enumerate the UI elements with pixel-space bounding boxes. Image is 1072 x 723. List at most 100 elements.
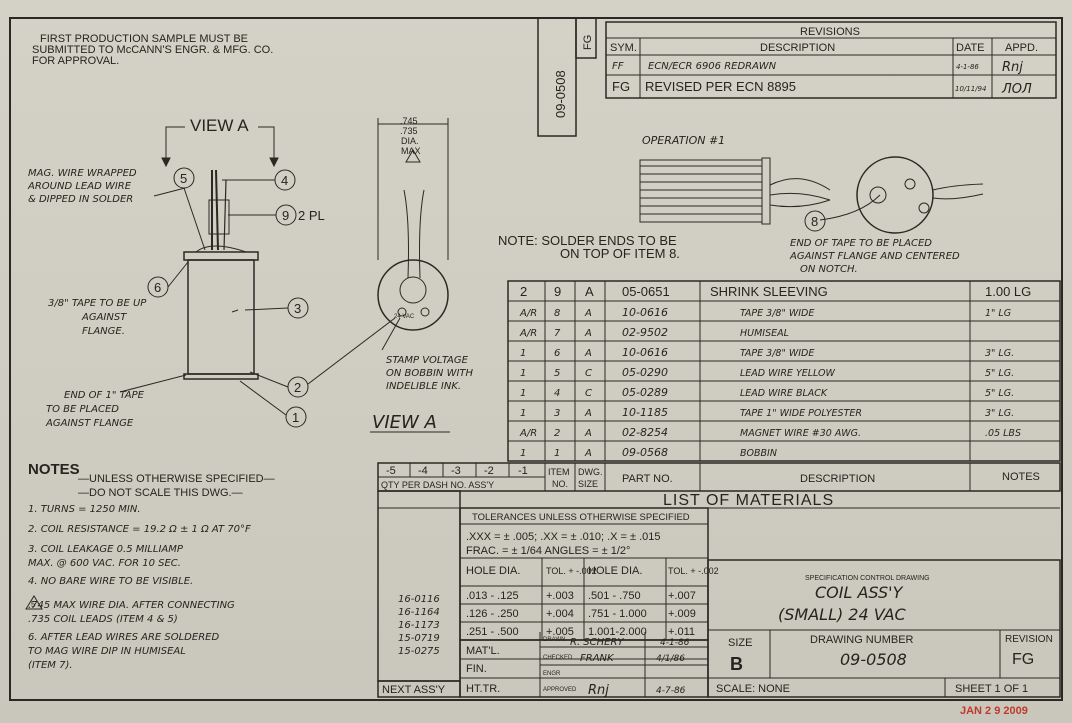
bom-qty: A/R xyxy=(519,428,537,439)
note-line: .735 COIL LEADS (ITEM 4 & 5) xyxy=(28,614,178,625)
drawing-number-label: DRAWING NUMBER xyxy=(810,634,914,646)
bom-part-no: 05-0289 xyxy=(622,386,668,399)
tape-up-note-2: AGAINST xyxy=(81,312,127,323)
notes-sub-2: —DO NOT SCALE THIS DWG.— xyxy=(78,487,243,499)
fin-label: FIN. xyxy=(466,663,487,675)
scale-label: SCALE: NONE xyxy=(716,683,790,695)
bom-description: TAPE 3/8" WIDE xyxy=(740,308,814,319)
approved-signature: Rnj xyxy=(588,683,609,698)
bom-notes: 5" LG. xyxy=(985,368,1014,379)
rev-row1-appd: Rnj xyxy=(1002,60,1023,75)
tol-hole-range: .751 - 1.000 xyxy=(588,608,647,620)
bom-description: TAPE 1" WIDE POLYESTER xyxy=(740,408,862,419)
title-line1: COIL ASS'Y xyxy=(815,583,904,602)
next-assy-item: 15-0275 xyxy=(398,646,440,657)
bom-qty: A/R xyxy=(519,328,537,339)
dim-max: MAX xyxy=(401,146,421,156)
drawn-label: DRAWN xyxy=(543,637,565,643)
bom-part-no: 10-0616 xyxy=(622,346,668,359)
flange-note-2: AGAINST FLANGE AND CENTERED xyxy=(789,251,960,262)
mag-wire-note-1: MAG. WIRE WRAPPED xyxy=(28,168,137,179)
bom-notes: 1.00 LG xyxy=(985,284,1031,299)
bom-notes: 1" LG xyxy=(985,308,1011,319)
view-a-bottom-label: VIEW A xyxy=(372,412,437,433)
rev-row1-date: 4-1-86 xyxy=(956,63,979,71)
bom-part-no: 05-0290 xyxy=(622,366,668,379)
arrowhead-right-icon xyxy=(269,157,279,168)
bom-qty: 1 xyxy=(520,448,526,459)
bom-item: 2 xyxy=(554,428,560,439)
rev-header-appd: APPD. xyxy=(1005,42,1038,54)
bom-size: A xyxy=(584,408,592,419)
leader-2b xyxy=(307,317,396,385)
dash-4: -4 xyxy=(418,465,428,477)
leader-6 xyxy=(167,261,189,288)
stamp-note-3: INDELIBLE INK. xyxy=(386,381,461,392)
title-block xyxy=(707,559,1061,698)
bom-item: 6 xyxy=(554,348,560,359)
tol-hole-range: .501 - .750 xyxy=(588,590,641,602)
bom-size: A xyxy=(585,284,594,299)
header-note-line2: SUBMITTED TO McCANN'S ENGR. & MFG. CO. xyxy=(32,44,273,56)
item-no-1: ITEM xyxy=(548,467,570,477)
tol-h-hole2: HOLE DIA. xyxy=(588,565,642,577)
approved-date: 4-7-86 xyxy=(656,686,686,696)
note-line: 4. NO BARE WIRE TO BE VISIBLE. xyxy=(28,576,193,587)
nine-pl-label: 2 PL xyxy=(298,208,325,223)
arrowhead-left-icon xyxy=(161,157,171,168)
dash-2: -2 xyxy=(484,465,494,477)
dim-735: .735 xyxy=(400,126,418,136)
revision-label: REVISION xyxy=(1005,634,1053,645)
tol-h-hole1: HOLE DIA. xyxy=(466,565,520,577)
mag-wire-note-2: AROUND LEAD WIRE xyxy=(27,181,132,192)
note-5-delta-icon xyxy=(25,595,43,610)
leader-end-tape xyxy=(119,374,187,393)
tol-hole-range: 1.001-2.000 xyxy=(588,626,647,638)
view-a-arrow-right xyxy=(258,126,275,160)
tol-h-tol1: TOL. + -.002 xyxy=(546,566,597,576)
next-assy-item: 16-0116 xyxy=(398,594,440,605)
rev-header-sym: SYM. xyxy=(610,42,637,54)
leader-1 xyxy=(239,380,287,416)
dash-5: -5 xyxy=(386,465,396,477)
next-assy-label: NEXT ASS'Y xyxy=(382,684,446,696)
bom-description: LEAD WIRE YELLOW xyxy=(740,368,836,379)
rev-row1-desc: ECN/ECR 6906 REDRAWN xyxy=(648,61,777,72)
bom-description: SHRINK SLEEVING xyxy=(710,284,828,299)
notes-list: 1. TURNS = 1250 MIN.2. COIL RESISTANCE =… xyxy=(28,504,251,671)
drawn-date: 4-1-86 xyxy=(660,638,690,648)
bom-size: A xyxy=(584,328,592,339)
balloon-8-label: 8 xyxy=(811,214,818,229)
bom-item: 7 xyxy=(554,328,561,339)
note-line: 1. TURNS = 1250 MIN. xyxy=(28,504,141,515)
bom-part-no: 09-0568 xyxy=(622,446,668,459)
size-label: SIZE xyxy=(728,637,752,649)
tol-hole-range: .126 - .250 xyxy=(466,608,519,620)
httr-label: HT.TR. xyxy=(466,683,500,695)
bom-size: C xyxy=(585,388,592,399)
leader-3 xyxy=(244,307,289,311)
rotated-rev-box xyxy=(575,17,597,59)
bom-notes: .05 LBS xyxy=(985,428,1021,439)
note-line: 6. AFTER LEAD WIRES ARE SOLDERED xyxy=(28,632,219,643)
bom-header: -5 -4 -3 -2 -1 QTY PER DASH NO. ASS'Y IT… xyxy=(377,462,1061,492)
bom-qty: 2 xyxy=(520,284,527,299)
dwg-size-2: SIZE xyxy=(578,479,598,489)
tol-title: TOLERANCES UNLESS OTHERWISE SPECIFIED xyxy=(472,512,690,523)
balloon-1-icon xyxy=(285,406,307,428)
solder-note-2: ON TOP OF ITEM 8. xyxy=(560,246,680,261)
stamp-note-1: STAMP VOLTAGE xyxy=(386,355,469,366)
drawing-border xyxy=(9,17,1063,701)
tol-hole-range: .251 - .500 xyxy=(466,626,519,638)
solder-note-1: NOTE: SOLDER ENDS TO BE xyxy=(498,233,677,248)
bom-description: HUMISEAL xyxy=(740,328,789,339)
balloon-2-label: 2 xyxy=(294,380,301,395)
list-of-materials-title: LIST OF MATERIALS xyxy=(663,492,834,509)
bom-size: A xyxy=(584,348,592,359)
matl-label: MAT'L. xyxy=(466,645,500,657)
bom-table xyxy=(507,280,1061,462)
rev-header-desc: DESCRIPTION xyxy=(760,42,835,54)
tol-value: +.007 xyxy=(668,590,696,602)
note-line: TO MAG WIRE DIP IN HUMISEAL xyxy=(28,646,186,657)
checked-date: 4/1/86 xyxy=(656,654,685,664)
